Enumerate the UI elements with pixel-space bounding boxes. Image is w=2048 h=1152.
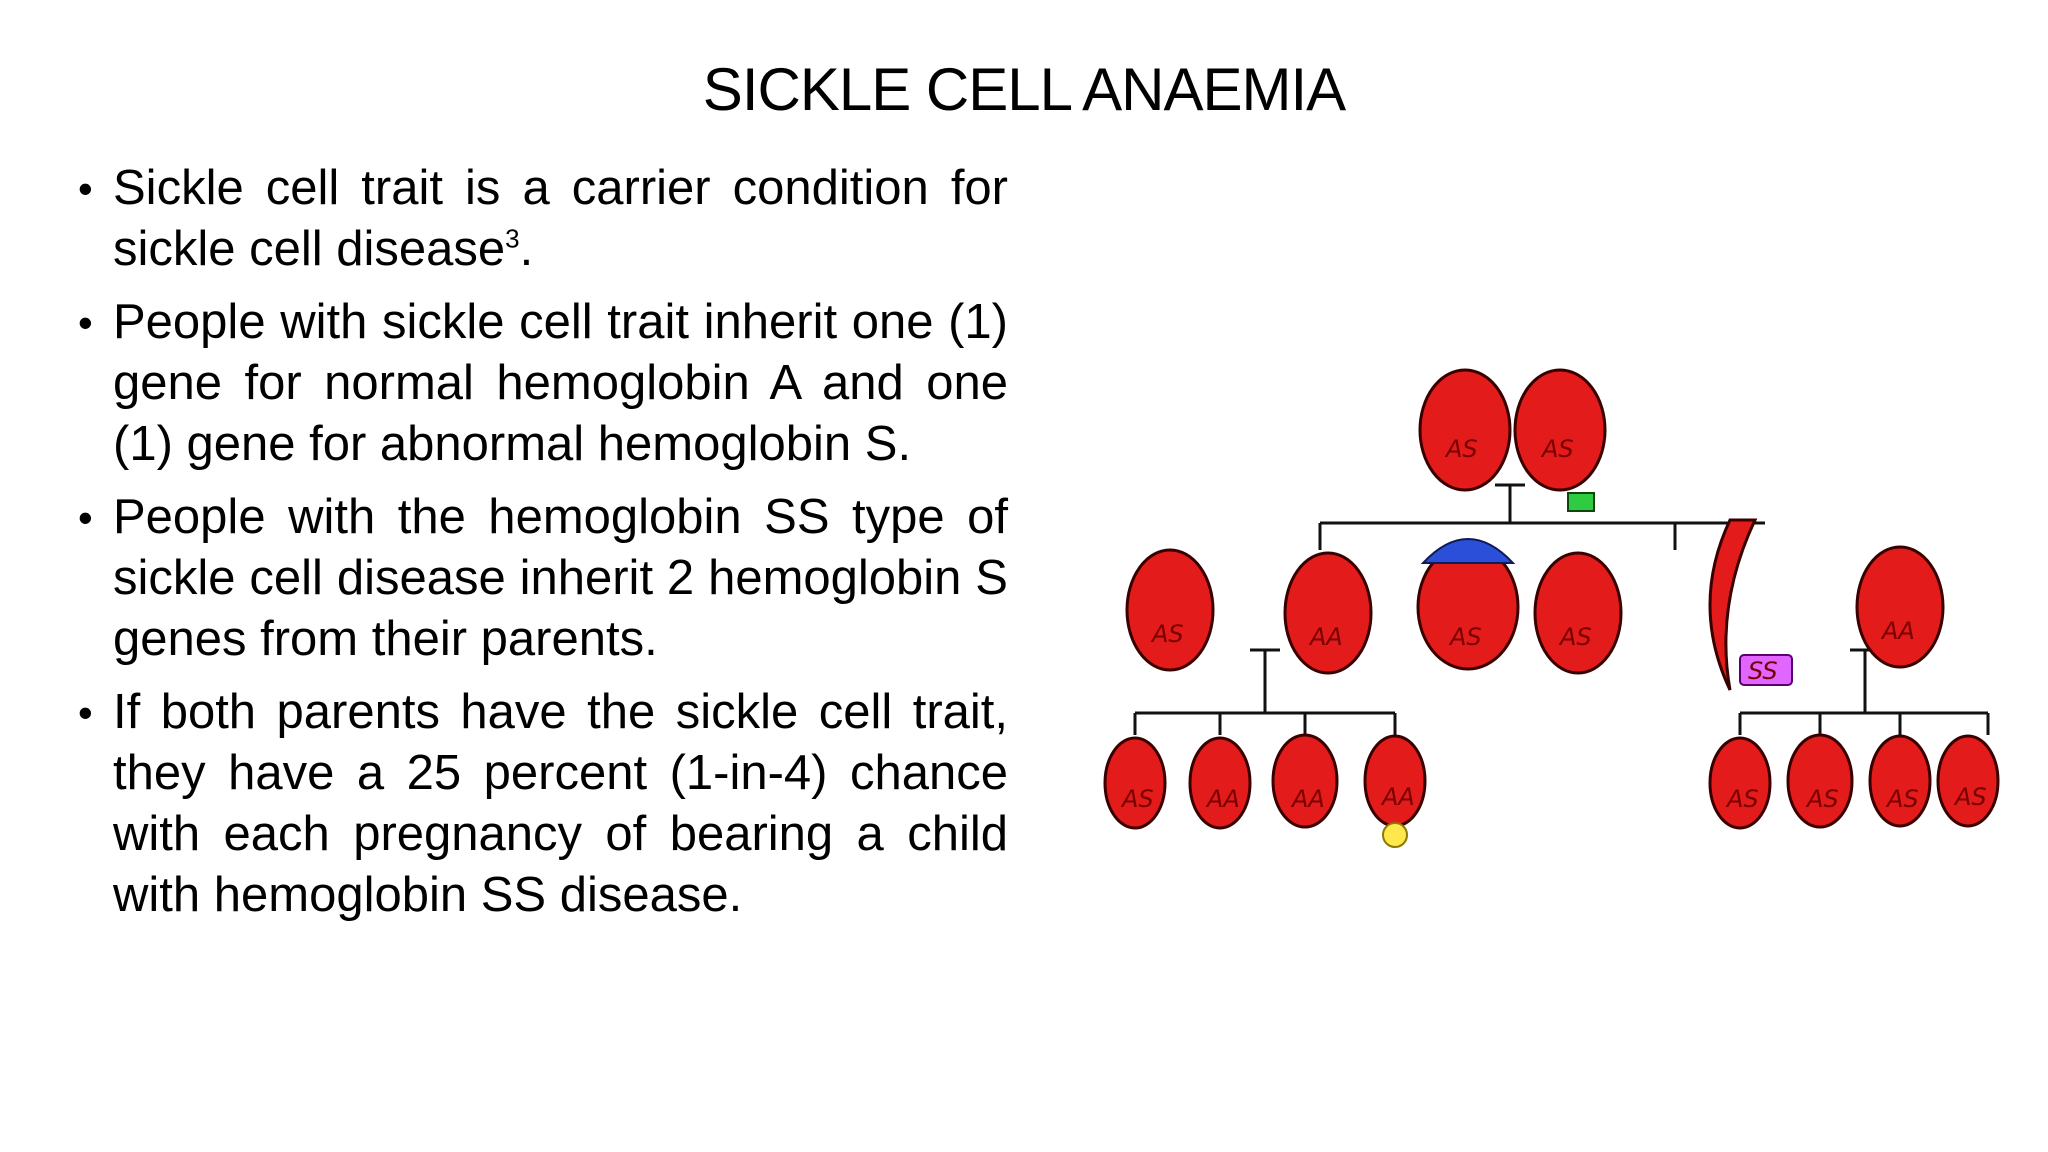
cell-genotype-label: AA (1308, 623, 1343, 651)
grandchild-cell-left-1: AS (1103, 736, 1167, 830)
bullet-list: Sickle cell trait is a carrier condition… (78, 158, 1008, 938)
grandchild-cell-left-2: AA (1188, 736, 1252, 830)
grandchild-cell-right-2: AS (1786, 733, 1854, 829)
cell-genotype-label: AA (1880, 617, 1915, 645)
blue-cap-icon (1420, 538, 1516, 564)
cell-genotype-label: AS (1885, 785, 1919, 813)
grandchild-cell-right-3: AS (1868, 734, 1932, 828)
cell-genotype-label: AS (1805, 785, 1839, 813)
grandchild-cell-left-3: AA (1271, 733, 1339, 829)
cell-genotype-label: SS (1748, 657, 1778, 685)
child-cell-3: AS (1416, 538, 1520, 671)
grandchild-cell-right-1: AS (1708, 736, 1772, 830)
pedigree-lines (1133, 483, 1990, 735)
citation-superscript: 3 (505, 223, 520, 254)
parent-cell-2: AS (1513, 368, 1607, 492)
bullet-item: Sickle cell trait is a carrier condition… (78, 158, 1008, 280)
magenta-bag-icon (1739, 654, 1793, 686)
yellow-ball-icon (1382, 822, 1408, 848)
bullet-item: People with sickle cell trait inherit on… (78, 292, 1008, 475)
bullet-text: If both parents have the sickle cell tra… (113, 685, 1008, 922)
bullet-text: Sickle cell trait is a carrier condition… (113, 161, 1008, 276)
cell-genotype-label: AS (1953, 783, 1987, 811)
green-bag-icon (1567, 492, 1595, 512)
bullet-text: People with sickle cell trait inherit on… (113, 295, 1008, 471)
cell-genotype-label: AS (1540, 435, 1574, 463)
grandchild-cell-right-4: AS (1936, 734, 2000, 828)
bullet-tail: . (519, 222, 534, 276)
cell-genotype-label: AS (1725, 785, 1759, 813)
cell-genotype-label: AS (1448, 623, 1482, 651)
cell-genotype-label: AS (1150, 620, 1184, 648)
child-cell-4: AS (1533, 551, 1623, 675)
bullet-item: If both parents have the sickle cell tra… (78, 682, 1008, 926)
cell-genotype-label: AS (1558, 623, 1592, 651)
cell-genotype-label: AS (1444, 435, 1478, 463)
child-cell-1: AS (1125, 548, 1215, 672)
child-cell-2: AA (1283, 551, 1373, 675)
child-cell-6: AA (1855, 545, 1945, 669)
child-cell-5-sickle: SS (1708, 518, 1793, 691)
slide-title: SICKLE CELL ANAEMIA (702, 56, 1346, 123)
grandchild-cell-left-4: AA (1363, 734, 1427, 848)
bullet-text: People with the hemoglobin SS type of si… (113, 490, 1008, 666)
bullet-item: People with the hemoglobin SS type of si… (78, 487, 1008, 670)
cell-genotype-label: AA (1380, 783, 1415, 811)
cell-genotype-label: AS (1120, 785, 1154, 813)
cell-genotype-label: AA (1205, 785, 1240, 813)
parent-cell-1: AS (1418, 368, 1512, 492)
cell-genotype-label: AA (1290, 785, 1325, 813)
pedigree-illustration: AS AS AS AA AS AS SS AA AS AA (1103, 368, 2000, 848)
